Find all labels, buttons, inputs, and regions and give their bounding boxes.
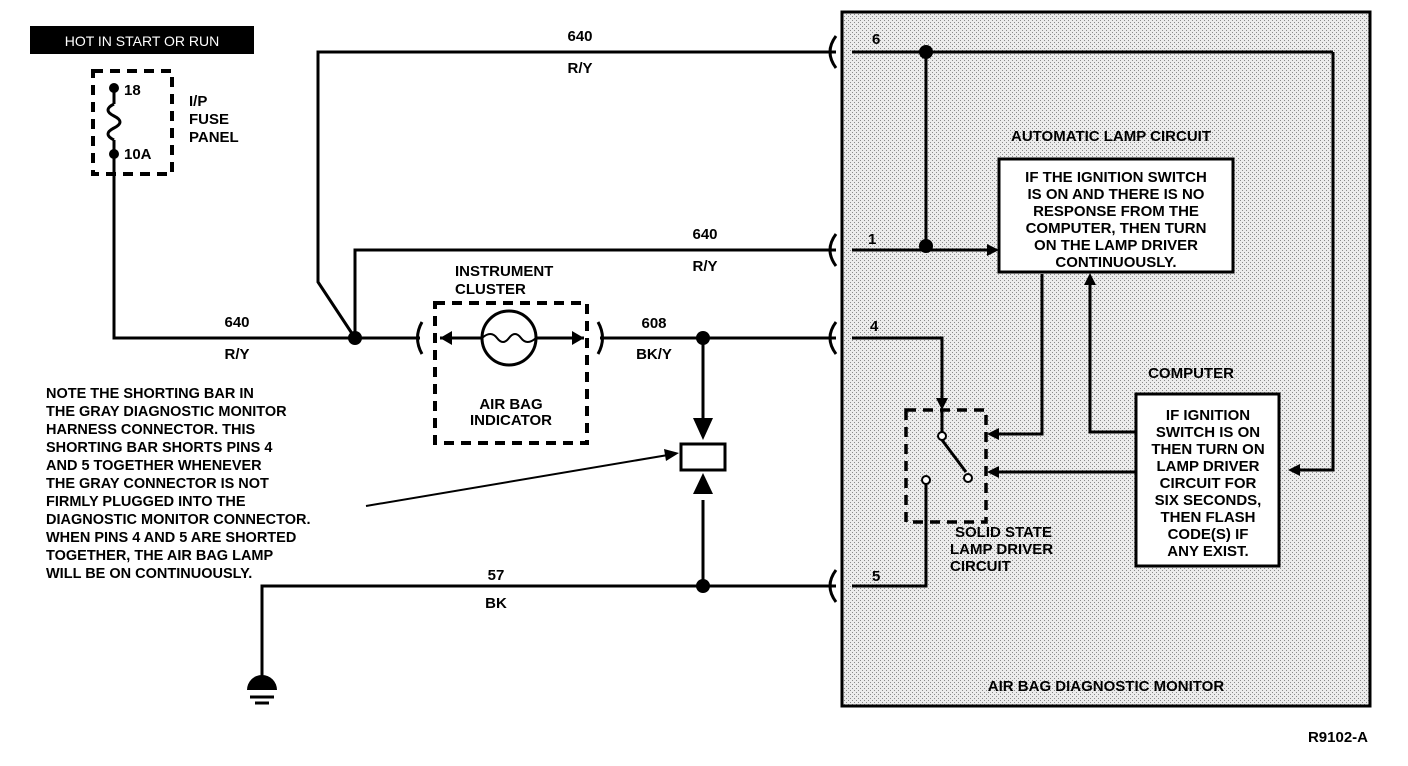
wire-57-circuit: 57 <box>488 567 505 584</box>
computer-line-8: CODE(S) IF <box>1168 526 1249 543</box>
cluster-title-2: CLUSTER <box>455 281 526 298</box>
fuse-rating: 10A <box>124 146 152 163</box>
computer-line-1: IF IGNITION <box>1166 407 1250 424</box>
fuse-terminal-top <box>109 83 119 93</box>
lamp-driver-circuit: SOLID STATE LAMP DRIVER CIRCUIT <box>904 408 1053 575</box>
note-line-11: WILL BE ON CONTINUOUSLY. <box>46 566 252 582</box>
pin-1-connector <box>828 233 838 267</box>
computer-line-5: CIRCUIT FOR <box>1160 475 1257 492</box>
pin-5-label: 5 <box>872 568 880 585</box>
computer-line-3: THEN TURN ON <box>1151 441 1264 458</box>
note-line-8: DIAGNOSTIC MONITOR CONNECTOR. <box>46 512 311 528</box>
note-line-3: HARNESS CONNECTOR. THIS <box>46 422 256 438</box>
computer-line-4: LAMP DRIVER <box>1156 458 1259 475</box>
fuse-panel-label-3: PANEL <box>189 129 239 146</box>
fuse-panel-label-1: I/P <box>189 93 207 110</box>
note-line-2: THE GRAY DIAGNOSTIC MONITOR <box>46 404 287 420</box>
indicator-label-1: AIR BAG <box>479 396 542 413</box>
auto-lamp-line-5: ON THE LAMP DRIVER <box>1034 237 1198 254</box>
wire-labels: 640 R/Y 640 R/Y 640 R/Y 608 BK/Y 57 BK <box>224 28 717 612</box>
note-pointer <box>365 454 669 507</box>
diagnostic-monitor-box: AIR BAG DIAGNOSTIC MONITOR <box>840 10 1372 708</box>
indicator-label-2: INDICATOR <box>470 412 552 429</box>
wire-640-mid-color: R/Y <box>692 258 717 275</box>
wire-57-color: BK <box>485 595 507 612</box>
ground-icon <box>247 675 277 705</box>
note-line-1: NOTE THE SHORTING BAR IN <box>46 386 254 402</box>
header-banner: HOT IN START OR RUN <box>30 26 254 54</box>
wire-640-top-color: R/Y <box>567 60 592 77</box>
cluster-title-1: INSTRUMENT <box>455 263 553 280</box>
pin-4-label: 4 <box>870 318 879 335</box>
pin-5-connector <box>828 569 838 603</box>
wire-640-left-circuit: 640 <box>224 314 249 331</box>
figure-id: R9102-A <box>1308 729 1368 746</box>
computer-line-9: ANY EXIST. <box>1167 543 1248 560</box>
computer-line-2: SWITCH IS ON <box>1156 424 1260 441</box>
computer-line-7: THEN FLASH <box>1161 509 1256 526</box>
auto-lamp-line-2: IS ON AND THERE IS NO <box>1028 186 1205 203</box>
wire-608-circuit: 608 <box>641 315 666 332</box>
driver-label-2: LAMP DRIVER <box>950 541 1053 558</box>
auto-lamp-title: AUTOMATIC LAMP CIRCUIT <box>1011 128 1211 145</box>
monitor-internal-wiring <box>852 45 1335 588</box>
auto-lamp-line-6: CONTINUOUSLY. <box>1055 254 1176 271</box>
wire-640-left-color: R/Y <box>224 346 249 363</box>
wire-640-top-circuit: 640 <box>567 28 592 45</box>
note-line-10: TOGETHER, THE AIR BAG LAMP <box>46 548 274 564</box>
driver-switch-icon <box>940 439 968 473</box>
auto-lamp-line-4: COMPUTER, THEN TURN <box>1026 220 1207 237</box>
fuse-panel: 18 10A I/P FUSE PANEL <box>91 69 239 176</box>
auto-lamp-line-3: RESPONSE FROM THE <box>1033 203 1199 220</box>
splice-pin1 <box>919 239 933 253</box>
wiring <box>112 50 836 686</box>
fuse-panel-label-2: FUSE <box>189 111 229 128</box>
splice-57 <box>696 579 710 593</box>
automatic-lamp-circuit: AUTOMATIC LAMP CIRCUIT IF THE IGNITION S… <box>997 128 1235 274</box>
wire-608-color: BK/Y <box>636 346 672 363</box>
computer-block: COMPUTER IF IGNITION SWITCH IS ON THEN T… <box>1134 365 1281 568</box>
fuse-number: 18 <box>124 82 141 99</box>
pin-6-connector <box>828 35 838 69</box>
note-line-7: FIRMLY PLUGGED INTO THE <box>46 494 246 510</box>
shorting-bar-note: NOTE THE SHORTING BAR IN THE GRAY DIAGNO… <box>46 386 679 582</box>
note-line-5: AND 5 TOGETHER WHENEVER <box>46 458 262 474</box>
computer-line-6: SIX SECONDS, <box>1155 492 1262 509</box>
monitor-connector-pins: 6 1 4 5 <box>828 31 880 603</box>
driver-label-1: SOLID STATE <box>955 524 1052 541</box>
pin-4-connector <box>828 321 838 355</box>
air-bag-lamp-icon <box>480 309 538 367</box>
computer-title: COMPUTER <box>1148 365 1234 382</box>
pin-1-label: 1 <box>868 231 876 248</box>
wire-640-mid-circuit: 640 <box>692 226 717 243</box>
driver-label-3: CIRCUIT <box>950 558 1011 575</box>
monitor-title: AIR BAG DIAGNOSTIC MONITOR <box>988 678 1225 695</box>
note-line-6: THE GRAY CONNECTOR IS NOT <box>46 476 269 492</box>
splice-640 <box>348 331 362 345</box>
header-banner-text: HOT IN START OR RUN <box>65 33 220 49</box>
auto-lamp-line-1: IF THE IGNITION SWITCH <box>1025 169 1207 186</box>
note-line-9: WHEN PINS 4 AND 5 ARE SHORTED <box>46 530 296 546</box>
note-line-4: SHORTING BAR SHORTS PINS 4 <box>46 440 272 456</box>
shorting-bar <box>679 418 727 494</box>
instrument-cluster: INSTRUMENT CLUSTER AIR BAG INDICATOR <box>410 263 610 445</box>
pin-6-label: 6 <box>872 31 880 48</box>
